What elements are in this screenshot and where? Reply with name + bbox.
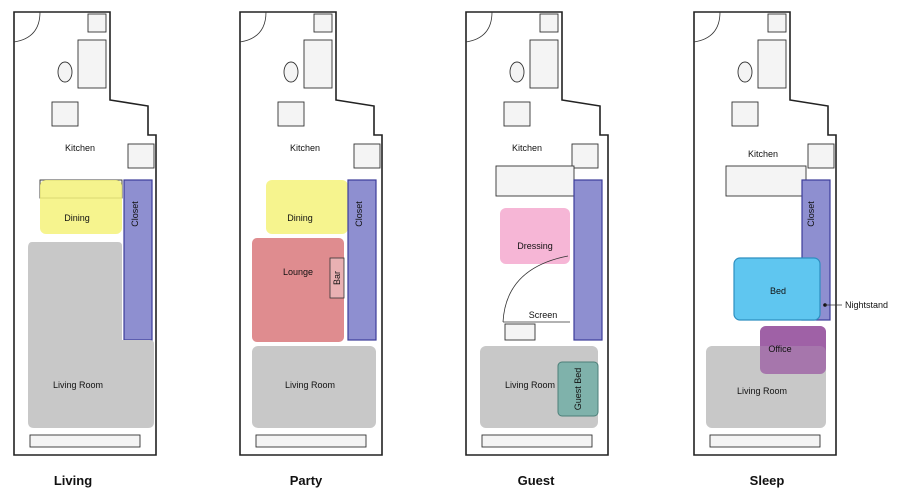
kitchen-label: Kitchen <box>512 143 542 153</box>
closet-zone <box>573 179 603 341</box>
bar-label: Bar <box>332 271 342 285</box>
apartment-outline <box>13 11 157 456</box>
nightstand-label: Nightstand <box>845 300 888 310</box>
screen-label: Screen <box>529 310 558 320</box>
kitchen-label: Kitchen <box>290 143 320 153</box>
plan-title: Living <box>54 473 92 488</box>
guest-bed-zone <box>557 361 599 417</box>
lounge-label: Lounge <box>283 267 313 277</box>
plan-title: Party <box>290 473 323 488</box>
dining-label: Dining <box>64 213 90 223</box>
dining-zone <box>266 180 348 234</box>
stove <box>127 143 155 169</box>
lounge-zone <box>252 238 344 342</box>
plan-title: Guest <box>518 473 556 488</box>
living-zone <box>28 242 154 428</box>
dining-zone <box>40 180 122 234</box>
closet-label: Closet <box>806 201 816 227</box>
apartment-outline <box>239 11 383 456</box>
plan-title: Sleep <box>750 473 785 488</box>
bathroom-fixtures <box>503 13 559 127</box>
living-room-label: Living Room <box>285 380 335 390</box>
dining-label: Dining <box>287 213 313 223</box>
stove <box>571 143 599 169</box>
office-label: Office <box>768 344 791 354</box>
kitchen-label: Kitchen <box>65 143 95 153</box>
closet-zone <box>347 179 377 341</box>
counter <box>725 165 807 197</box>
plan-living: Kitchen Dining Closet Living Room Living <box>13 11 157 488</box>
closet-label: Closet <box>354 201 364 227</box>
bathroom-fixtures <box>51 13 107 127</box>
plan-guest: Kitchen Dressing Screen Living Room Gues… <box>465 11 609 488</box>
bathroom-fixtures <box>731 13 787 127</box>
kitchen-label: Kitchen <box>748 149 778 159</box>
stove <box>807 143 835 169</box>
closet-label: Closet <box>130 201 140 227</box>
bathroom-fixtures <box>277 13 333 127</box>
screen-divider <box>502 255 570 341</box>
guest-bed-label: Guest Bed <box>573 368 583 411</box>
nightstand-pointer <box>823 303 842 307</box>
plan-party: Kitchen Dining Closet Lounge Bar Living … <box>239 11 383 488</box>
living-room-label: Living Room <box>737 386 787 396</box>
bar-counter <box>329 257 345 299</box>
dressing-zone <box>500 208 570 264</box>
stove <box>353 143 381 169</box>
apartment-outline <box>465 11 609 456</box>
living-zone <box>252 346 376 428</box>
office-zone-overlay <box>760 326 826 374</box>
closet-zone <box>123 179 153 341</box>
living-room-label: Living Room <box>505 380 555 390</box>
dressing-label: Dressing <box>517 241 553 251</box>
bed-zone <box>733 257 821 321</box>
living-room-label: Living Room <box>53 380 103 390</box>
apartment-outline <box>693 11 837 456</box>
plan-sleep: Kitchen Closet Bed Nightstand Office Liv… <box>693 11 888 488</box>
bed-label: Bed <box>770 286 786 296</box>
counter <box>495 165 575 197</box>
